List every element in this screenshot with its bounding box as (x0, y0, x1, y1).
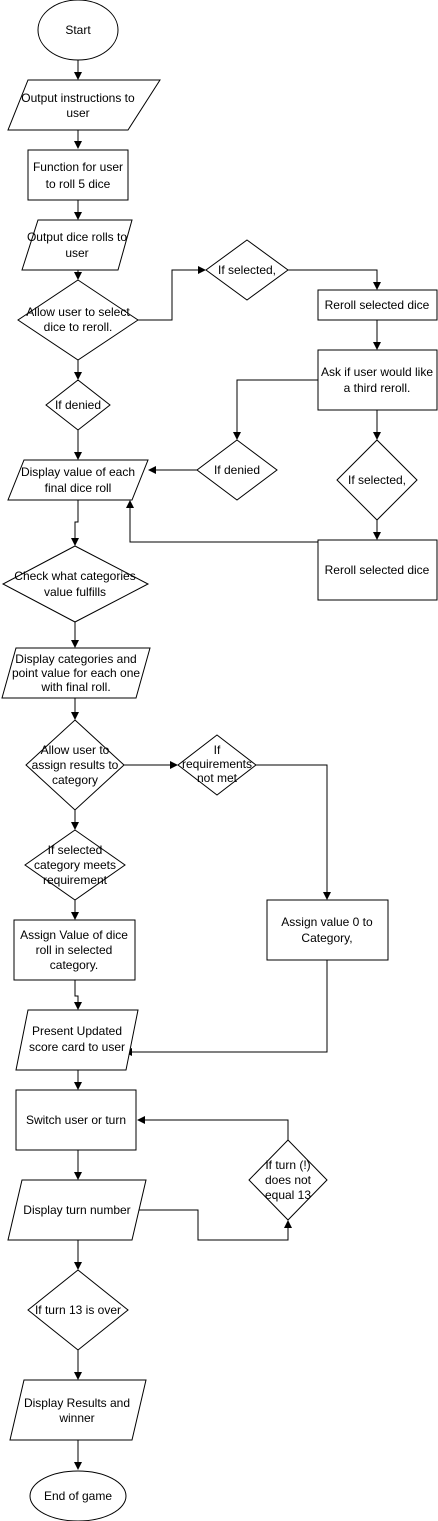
svg-text:user: user (65, 246, 88, 260)
ask-third-reroll-node: Ask if user would like a third reroll. (317, 349, 438, 411)
svg-text:Category,: Category, (301, 931, 352, 945)
svg-text:a third reroll.: a third reroll. (344, 381, 411, 395)
svg-text:user: user (66, 106, 89, 120)
edge-ask-to-if-denied-2 (236, 379, 318, 434)
svg-text:If denied: If denied (214, 463, 260, 477)
svg-text:If: If (214, 743, 221, 757)
svg-text:If denied: If denied (55, 398, 101, 412)
turn-13-over-decision: If turn 13 is over (27, 1269, 129, 1351)
svg-text:Present Updated: Present Updated (32, 1024, 122, 1038)
turn-not-13-decision: If turn (!) does not equal 13 (248, 1139, 328, 1221)
svg-text:does not: does not (265, 1173, 312, 1187)
svg-text:If selected: If selected (48, 843, 103, 857)
if-selected-decision-2: If selected, (336, 439, 418, 521)
switch-turn-node: Switch user or turn (15, 1089, 137, 1151)
reroll-node-2: Reroll selected dice (317, 539, 438, 601)
svg-text:value fulfills: value fulfills (44, 585, 106, 599)
if-selected-decision-1: If selected, (205, 239, 289, 301)
edge-req-not-met-to-zero (256, 764, 328, 894)
svg-text:If selected,: If selected, (348, 473, 406, 487)
svg-text:to roll 5 dice: to roll 5 dice (46, 177, 111, 191)
edge-zero-to-present (130, 960, 328, 1053)
svg-text:Assign Value of dice: Assign Value of dice (20, 928, 128, 942)
svg-text:Reroll selected dice: Reroll selected dice (325, 298, 430, 312)
svg-text:Allow user to: Allow user to (41, 743, 110, 757)
output-instructions-node: Output instructions to user (7, 79, 161, 131)
svg-text:score card to user: score card to user (29, 1040, 125, 1054)
output-rolls-node: Output dice rolls to user (21, 219, 133, 271)
svg-text:If turn (!): If turn (!) (265, 1158, 310, 1172)
svg-text:point value for each one: point value for each one (12, 666, 140, 680)
svg-text:Start: Start (65, 23, 91, 37)
edge-assign-value-to-present (74, 980, 79, 1004)
edge-display-turn-to-not-13 (136, 1209, 289, 1241)
svg-text:with final roll.: with final roll. (40, 680, 110, 694)
present-card-node: Present Updated score card to user (15, 1009, 139, 1071)
display-turn-node: Display turn number (7, 1179, 147, 1241)
assign-category-decision: Allow user to assign results to category (25, 719, 125, 811)
edge-reroll-2-to-display (129, 506, 318, 543)
edge-if-selected-to-reroll (288, 269, 378, 284)
svg-text:category meets: category meets (34, 858, 116, 872)
if-denied-decision-2: If denied (196, 439, 278, 501)
svg-text:winner: winner (58, 1411, 94, 1425)
display-final-node: Display value of each final dice roll (7, 459, 149, 501)
end-node: End of game (29, 1470, 127, 1521)
svg-text:equal 13: equal 13 (265, 1188, 311, 1202)
svg-text:Assign value 0 to: Assign value 0 to (281, 915, 373, 929)
start-node: Start (37, 0, 119, 61)
svg-text:requirements: requirements (182, 757, 252, 771)
svg-text:If turn 13 is over: If turn 13 is over (35, 1303, 121, 1317)
reroll-node-1: Reroll selected dice (317, 289, 438, 321)
svg-text:Display value of each: Display value of each (21, 465, 135, 479)
edge-allow-to-if-selected (138, 269, 200, 321)
svg-text:roll in selected: roll in selected (36, 943, 113, 957)
check-categories-decision: Check what categories value fulfills (1, 545, 150, 623)
svg-text:If selected,: If selected, (218, 263, 276, 277)
allow-select-decision: Allow user to select dice to reroll. (17, 279, 139, 361)
svg-text:Ask if user would like: Ask if user would like (321, 365, 433, 379)
svg-text:category: category (52, 773, 98, 787)
roll-function-node: Function for user to roll 5 dice (27, 149, 129, 201)
svg-text:Function for user: Function for user (33, 160, 123, 174)
assign-value-node: Assign Value of dice roll in selected ca… (13, 919, 136, 981)
svg-text:not met: not met (197, 771, 238, 785)
svg-text:Switch user or turn: Switch user or turn (26, 1113, 126, 1127)
edge-display-to-check (74, 500, 79, 540)
assign-zero-node: Assign value 0 to Category, (266, 899, 389, 961)
req-not-met-decision: If requirements not met (177, 734, 257, 796)
svg-text:Display categories and: Display categories and (15, 652, 136, 666)
svg-text:dice to reroll.: dice to reroll. (44, 320, 113, 334)
svg-text:requirement: requirement (43, 873, 108, 887)
svg-text:Output instructions to: Output instructions to (21, 91, 135, 105)
svg-text:Display Results and: Display Results and (24, 1396, 130, 1410)
svg-text:Output dice rolls to: Output dice rolls to (27, 230, 127, 244)
svg-text:Allow user to select: Allow user to select (26, 305, 130, 319)
svg-text:assign results to: assign results to (32, 758, 119, 772)
if-meets-decision: If selected category meets requirement (24, 829, 126, 901)
if-denied-decision-1: If denied (45, 379, 111, 431)
display-results-node: Display Results and winner (9, 1379, 147, 1441)
svg-text:Display turn number: Display turn number (23, 1203, 130, 1217)
svg-text:final dice roll: final dice roll (45, 481, 112, 495)
svg-text:Check what categories: Check what categories (14, 569, 135, 583)
svg-text:category.: category. (50, 958, 98, 972)
svg-text:Reroll selected dice: Reroll selected dice (325, 563, 430, 577)
edge-not-13-to-switch (143, 1119, 289, 1140)
display-categories-node: Display categories and point value for e… (1, 647, 151, 699)
svg-text:End of game: End of game (44, 1489, 112, 1503)
